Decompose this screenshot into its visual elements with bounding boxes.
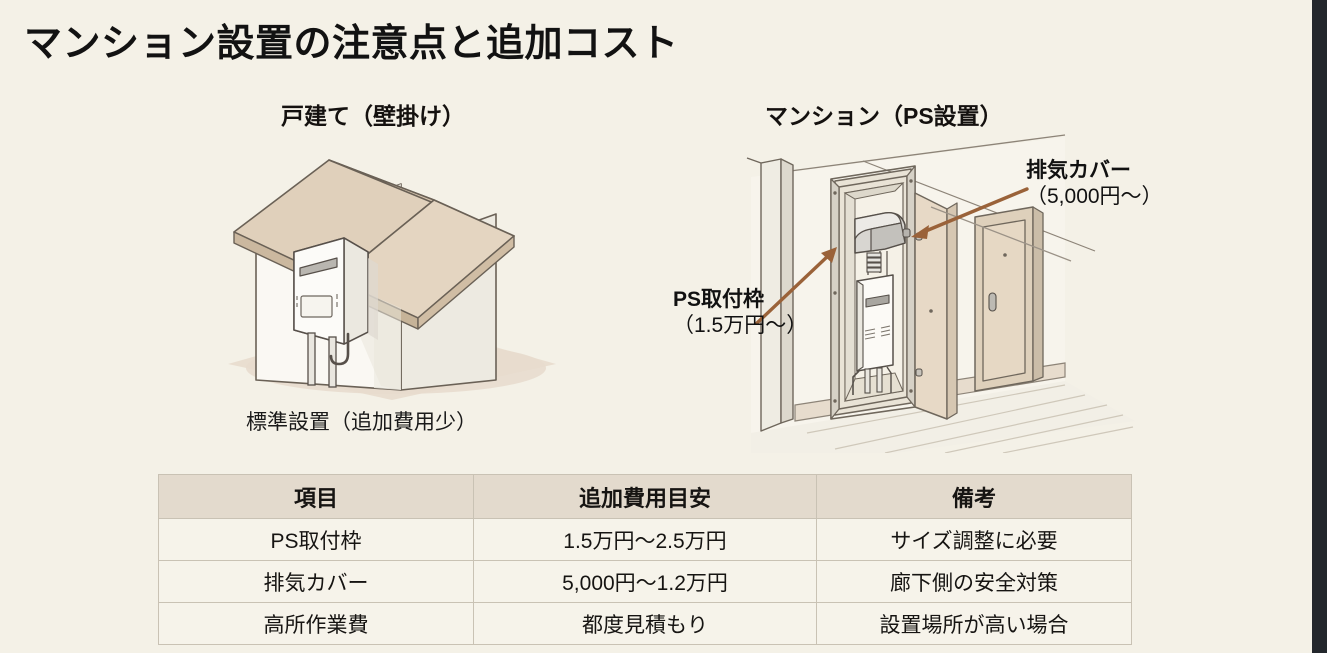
table-cell-item: 排気カバー: [158, 560, 474, 603]
flexible-duct-icon: [866, 251, 882, 275]
table-cell-cost: 1.5万円〜2.5万円: [473, 518, 817, 561]
panel-title-detached-house: 戸建て（壁掛け）: [281, 103, 465, 129]
additional-cost-table: 項目 追加費用目安 備考 PS取付枠 1.5万円〜2.5万円 サイズ調整に必要 …: [158, 474, 1132, 645]
ps-water-heater-icon: [852, 274, 894, 395]
ps-frame-arrow-icon: [755, 247, 837, 325]
panel-title-mansion: マンション（PS設置）: [765, 103, 1003, 129]
house-caption: 標準設置（追加費用少）: [246, 411, 477, 434]
apartment-ps-illustration: [746, 134, 1135, 453]
table-header-item: 項目: [158, 474, 474, 519]
house-water-heater-icon: [293, 237, 378, 388]
callout-exhaust-cover-title: 排気カバー: [1026, 159, 1131, 182]
table-cell-cost: 5,000円〜1.2万円: [473, 560, 817, 603]
table-header-note: 備考: [816, 474, 1132, 519]
callout-ps-frame-title: PS取付枠: [673, 288, 765, 311]
table-cell-note: 設置場所が高い場合: [816, 602, 1132, 645]
table-header-row: 項目 追加費用目安 備考: [158, 474, 1132, 519]
exhaust-cover-icon: [854, 211, 911, 254]
callout-ps-frame-price: （1.5万円〜）: [673, 313, 808, 337]
callout-ps-mounting-frame: PS取付枠 （1.5万円〜）: [673, 288, 807, 338]
table-row: PS取付枠 1.5万円〜2.5万円 サイズ調整に必要: [158, 518, 1132, 561]
callout-exhaust-cover: 排気カバー （5,000円〜）: [1026, 159, 1163, 209]
apartment-entrance-door-icon: [974, 206, 1044, 392]
table-header-cost: 追加費用目安: [473, 474, 817, 519]
right-gutter: [1312, 0, 1327, 653]
table-row: 排気カバー 5,000円〜1.2万円 廊下側の安全対策: [158, 560, 1132, 603]
table-cell-note: 廊下側の安全対策: [816, 560, 1132, 603]
table-cell-item: PS取付枠: [158, 518, 474, 561]
table-row: 高所作業費 都度見積もり 設置場所が高い場合: [158, 602, 1132, 645]
exhaust-cover-arrow-icon: [911, 187, 1029, 239]
table-cell-item: 高所作業費: [158, 602, 474, 645]
callout-exhaust-cover-price: （5,000円〜）: [1026, 184, 1163, 208]
detached-house-illustration: [228, 159, 556, 400]
table-cell-note: サイズ調整に必要: [816, 518, 1132, 561]
page-title: マンション設置の注意点と追加コスト: [24, 23, 679, 65]
table-cell-cost: 都度見積もり: [473, 602, 817, 645]
ps-mounting-frame-icon: [830, 165, 916, 420]
